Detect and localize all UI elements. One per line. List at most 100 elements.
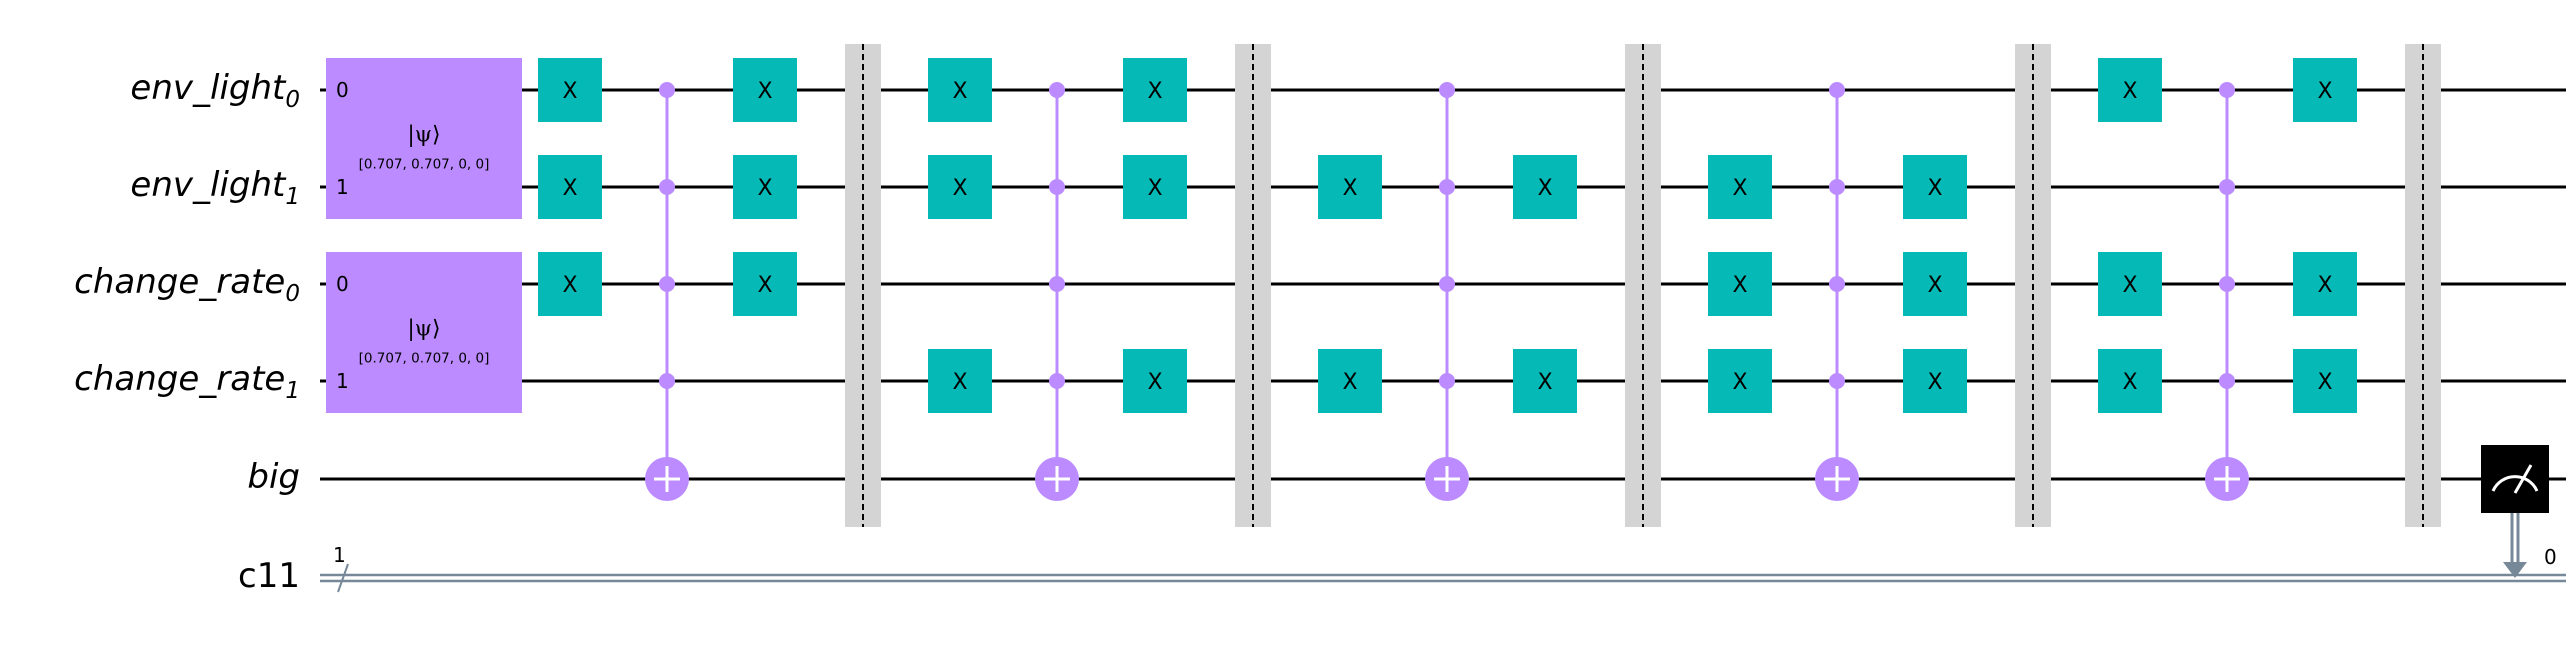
x-gate (538, 252, 602, 316)
x-gate (1708, 252, 1772, 316)
control-dot (1049, 82, 1065, 98)
x-gate (1123, 58, 1187, 122)
x-gate (2098, 349, 2162, 413)
control-dot (1049, 373, 1065, 389)
x-gate-label: X (757, 273, 772, 298)
qubit-name: change_rate (74, 359, 286, 399)
x-gate (733, 155, 797, 219)
x-gate-label: X (2317, 370, 2332, 395)
control-dot (1439, 373, 1455, 389)
x-gate (2293, 58, 2357, 122)
x-gate (1513, 349, 1577, 413)
control-dot (1439, 179, 1455, 195)
x-gate-label: X (1732, 176, 1747, 201)
x-gate-label: X (1927, 273, 1942, 298)
x-gate (538, 58, 602, 122)
qubit-label: change_rate0 (74, 262, 300, 314)
gates: 01|ψ⟩[0.707, 0.707, 0, 0]01|ψ⟩[0.707, 0.… (326, 58, 2557, 578)
x-gate (1708, 155, 1772, 219)
qubit-label: env_light0 (130, 68, 300, 120)
x-gate (1318, 349, 1382, 413)
qubit-name: big (247, 457, 300, 497)
control-dot (2219, 373, 2235, 389)
control-dot (1439, 82, 1455, 98)
initialize-ket: |ψ⟩ (407, 317, 440, 342)
x-gate (2293, 252, 2357, 316)
initialize-params: [0.707, 0.707, 0, 0] (359, 351, 490, 367)
x-gate (538, 155, 602, 219)
x-gate-label: X (1342, 176, 1357, 201)
x-gate (928, 349, 992, 413)
control-dot (659, 179, 675, 195)
x-gate (1708, 349, 1772, 413)
initialize-qubit-index: 1 (336, 369, 349, 393)
x-gate-label: X (1732, 370, 1747, 395)
control-dot (1829, 373, 1845, 389)
x-gate (928, 155, 992, 219)
meter-icon (2491, 475, 2539, 492)
x-gate-label: X (1732, 273, 1747, 298)
x-gate-label: X (2317, 273, 2332, 298)
x-gate (928, 58, 992, 122)
x-gate-label: X (1147, 176, 1162, 201)
x-gate-label: X (2122, 370, 2137, 395)
control-dot (659, 82, 675, 98)
control-dot (659, 373, 675, 389)
x-gate (733, 58, 797, 122)
qubit-label: big (247, 457, 300, 497)
control-dot (2219, 276, 2235, 292)
qubit-label: env_light1 (130, 165, 300, 217)
x-gate-label: X (1147, 370, 1162, 395)
x-gate (733, 252, 797, 316)
wires: 1 (320, 88, 2566, 593)
measure-gate (2481, 445, 2549, 513)
control-dot (1439, 276, 1455, 292)
x-gate-label: X (1537, 176, 1552, 201)
x-gate-label: X (1927, 176, 1942, 201)
x-gate (2098, 252, 2162, 316)
x-gate-label: X (1342, 370, 1357, 395)
x-gate (1903, 252, 1967, 316)
measure-arrow (2503, 562, 2527, 578)
clbit-index-label: 0 (2544, 545, 2557, 569)
qubit-index: 0 (285, 280, 300, 307)
x-gate-label: X (562, 273, 577, 298)
x-gate-label: X (757, 79, 772, 104)
clbit-name: c11 (238, 556, 300, 596)
x-gate-label: X (2122, 273, 2137, 298)
qubit-index: 1 (285, 183, 300, 210)
clbit-width-slash (337, 563, 349, 593)
x-gate-label: X (952, 176, 967, 201)
meter-needle (2513, 464, 2533, 494)
x-gate (1318, 155, 1382, 219)
x-gate-label: X (952, 370, 967, 395)
clbit-label: c11 (238, 556, 300, 596)
qubit-index: 1 (285, 377, 300, 404)
initialize-gate (326, 58, 522, 219)
x-gate-label: X (2317, 79, 2332, 104)
x-gate-label: X (1147, 79, 1162, 104)
qubit-name: env_light (130, 165, 286, 205)
qubit-label: change_rate1 (74, 359, 300, 411)
x-gate-label: X (952, 79, 967, 104)
control-dot (1829, 276, 1845, 292)
x-gate-label: X (1537, 370, 1552, 395)
x-gate (1903, 155, 1967, 219)
barriers (845, 44, 2441, 527)
x-gate (2098, 58, 2162, 122)
control-dot (2219, 179, 2235, 195)
initialize-qubit-index: 1 (336, 175, 349, 199)
control-dot (1829, 179, 1845, 195)
initialize-gate (326, 252, 522, 413)
x-gate-label: X (562, 176, 577, 201)
x-gate-label: X (1927, 370, 1942, 395)
control-dot (1829, 82, 1845, 98)
x-gate (1513, 155, 1577, 219)
qubit-index: 0 (285, 86, 300, 113)
initialize-qubit-index: 0 (336, 272, 349, 296)
x-gate-label: X (562, 79, 577, 104)
qubit-name: change_rate (74, 262, 286, 302)
initialize-params: [0.707, 0.707, 0, 0] (359, 157, 490, 173)
x-gate (1123, 349, 1187, 413)
